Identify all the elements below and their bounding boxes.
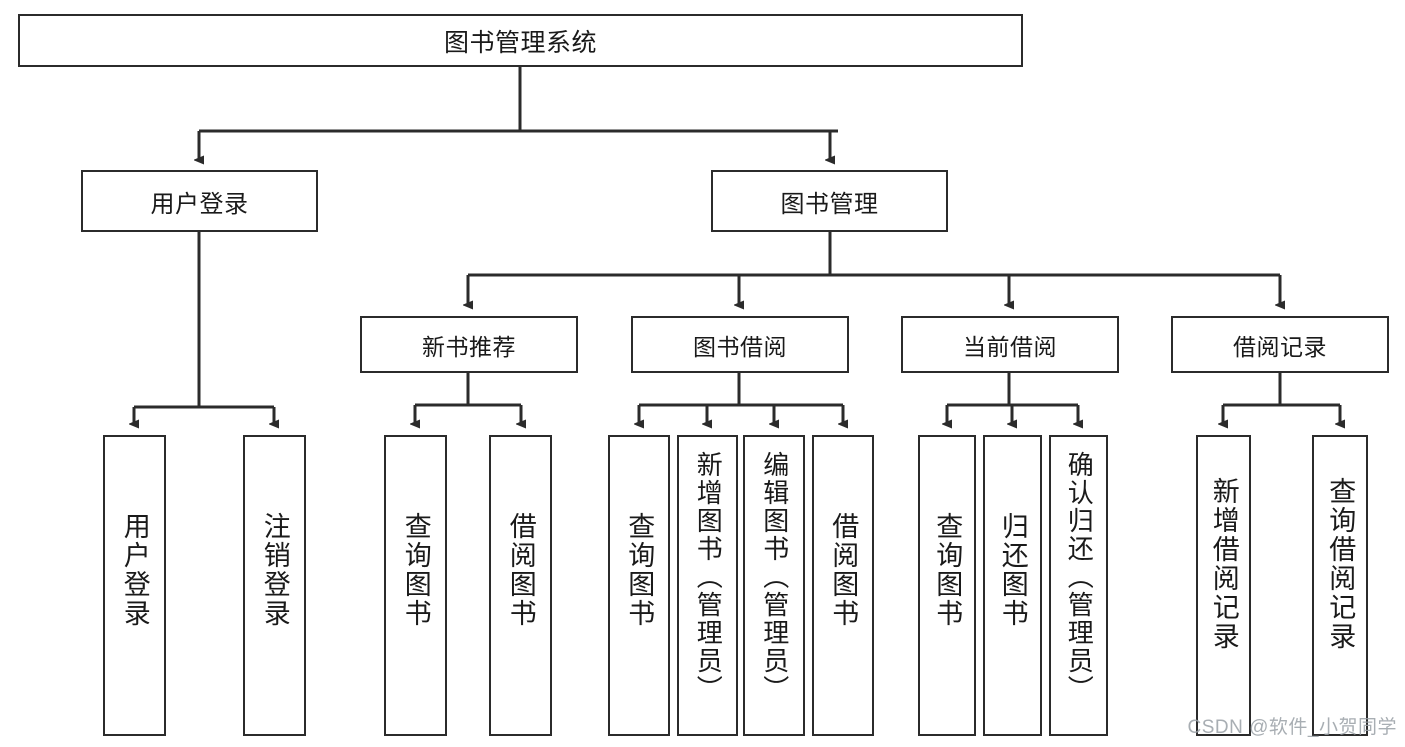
- node-label: 新书推荐: [422, 333, 516, 360]
- node-leaf-logout[interactable]: 注销登录: [243, 435, 306, 736]
- node-leaf-add-book-admin[interactable]: 新增图书（管理员）: [677, 435, 738, 736]
- node-book-borrow[interactable]: 图书借阅: [631, 316, 849, 373]
- node-label: 归还图书: [997, 512, 1028, 628]
- node-label: 用户登录: [150, 190, 249, 218]
- node-label: 确认归还（管理员）: [1064, 451, 1095, 703]
- node-label: 查询图书: [400, 512, 431, 628]
- node-label: 新增图书（管理员）: [693, 451, 724, 703]
- node-label: 借阅图书: [828, 512, 859, 628]
- node-label: 图书管理系统: [443, 28, 597, 57]
- node-leaf-query-books-borrow[interactable]: 查询图书: [608, 435, 670, 736]
- node-leaf-query-books-current[interactable]: 查询图书: [918, 435, 976, 736]
- node-label: 查询借阅记录: [1325, 477, 1356, 651]
- node-label: 查询图书: [932, 512, 963, 628]
- node-label: 新增借阅记录: [1208, 477, 1239, 651]
- node-label: 借阅图书: [505, 512, 536, 628]
- node-leaf-add-borrow-record[interactable]: 新增借阅记录: [1196, 435, 1251, 736]
- node-label: 当前借阅: [963, 333, 1057, 360]
- node-leaf-borrow-books-recommend[interactable]: 借阅图书: [489, 435, 552, 736]
- node-leaf-edit-book-admin[interactable]: 编辑图书（管理员）: [743, 435, 805, 736]
- node-user-login[interactable]: 用户登录: [81, 170, 318, 232]
- node-leaf-return-books[interactable]: 归还图书: [983, 435, 1042, 736]
- node-leaf-confirm-return-admin[interactable]: 确认归还（管理员）: [1049, 435, 1108, 736]
- node-label: 注销登录: [259, 512, 290, 628]
- node-borrow-record[interactable]: 借阅记录: [1171, 316, 1389, 373]
- node-label: 图书借阅: [693, 333, 787, 360]
- node-current-borrow[interactable]: 当前借阅: [901, 316, 1119, 373]
- node-leaf-query-books-recommend[interactable]: 查询图书: [384, 435, 447, 736]
- node-leaf-user-login[interactable]: 用户登录: [103, 435, 166, 736]
- node-new-book-recommend[interactable]: 新书推荐: [360, 316, 578, 373]
- node-label: 编辑图书（管理员）: [759, 451, 790, 703]
- csdn-watermark: CSDN @软件_小贺同学: [1187, 717, 1397, 738]
- node-leaf-query-borrow-record[interactable]: 查询借阅记录: [1312, 435, 1368, 736]
- node-label: 用户登录: [119, 512, 150, 628]
- node-root-book-management-system[interactable]: 图书管理系统: [18, 14, 1023, 67]
- node-leaf-borrow-books-borrow[interactable]: 借阅图书: [812, 435, 874, 736]
- node-label: 图书管理: [780, 190, 879, 218]
- node-book-management[interactable]: 图书管理: [711, 170, 948, 232]
- node-label: 查询图书: [624, 512, 655, 628]
- node-label: 借阅记录: [1233, 333, 1327, 360]
